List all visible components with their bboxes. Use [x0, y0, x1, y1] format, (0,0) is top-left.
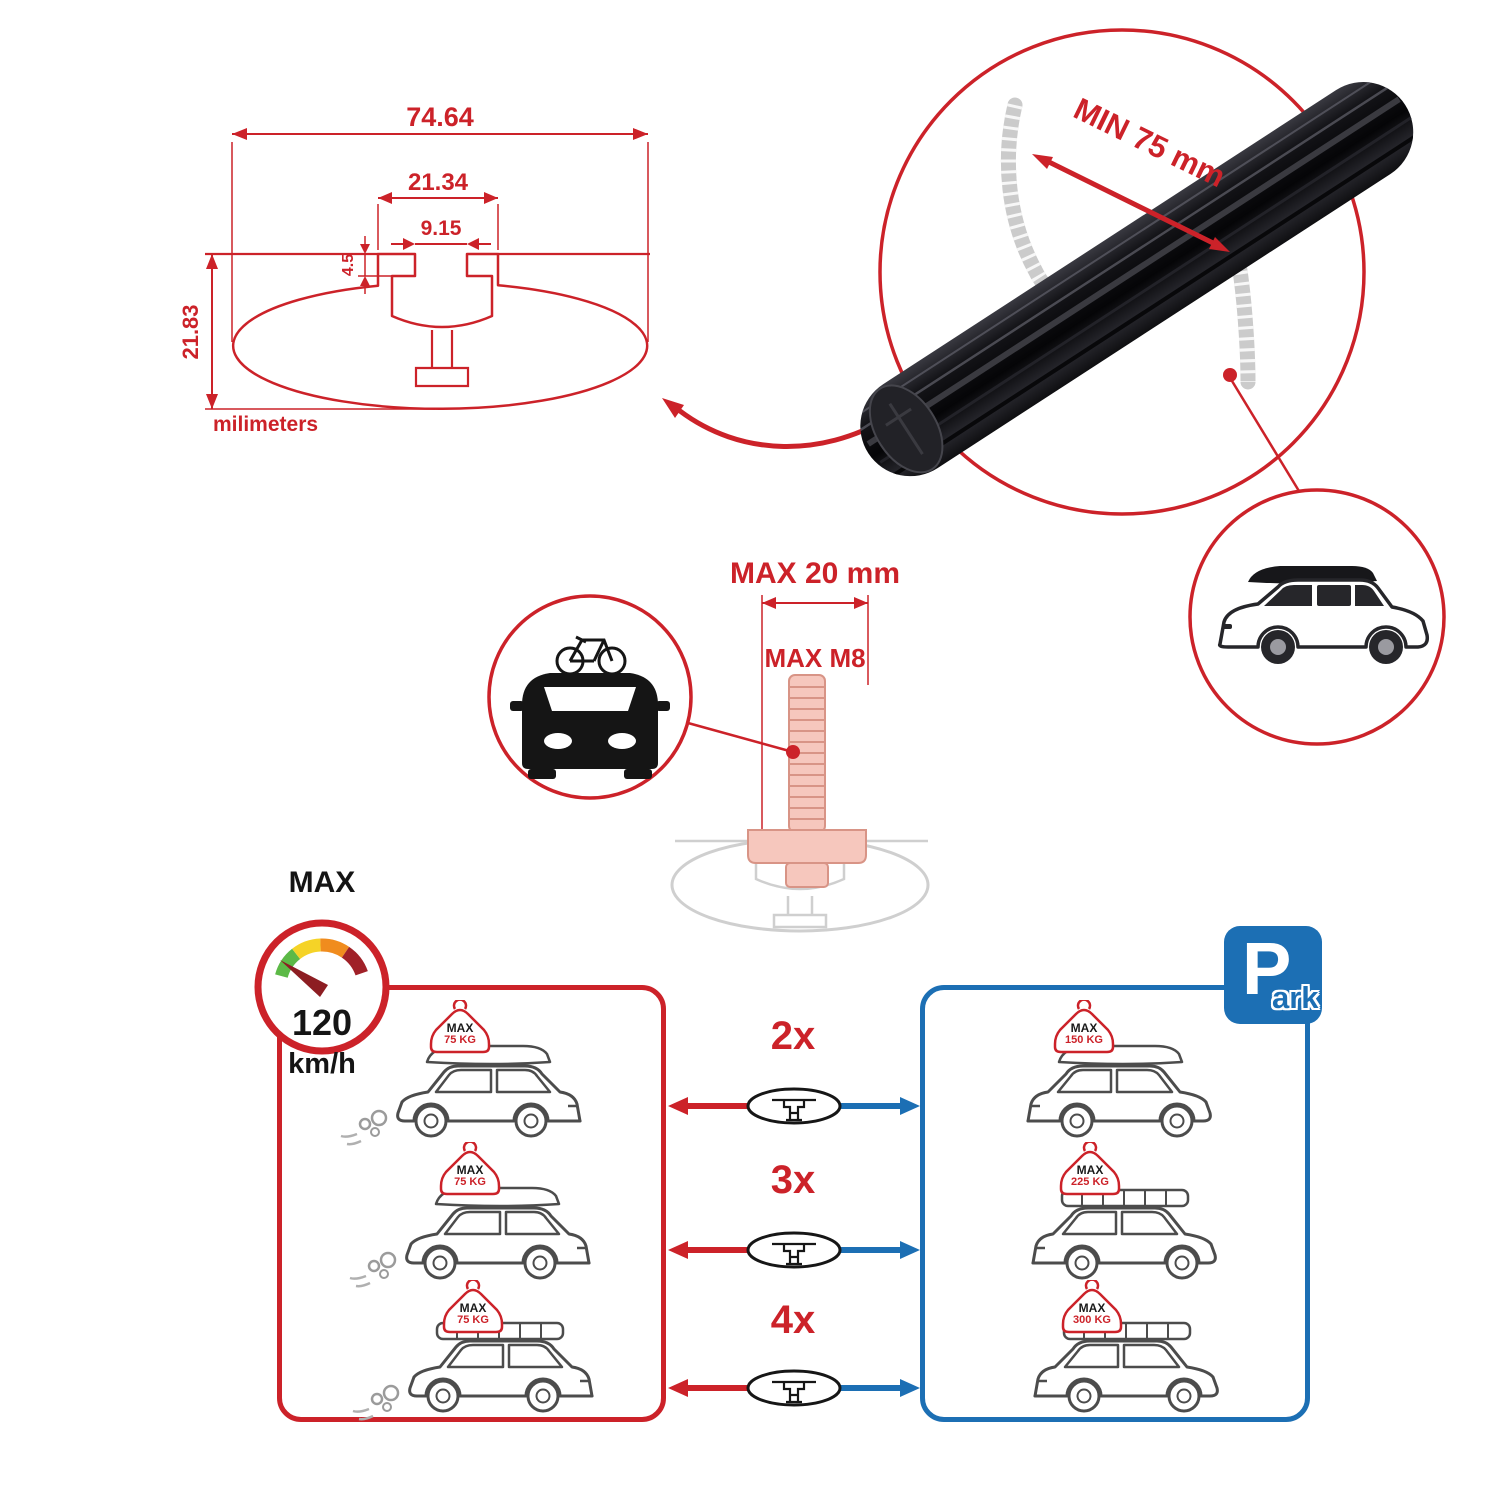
- dim-total-width-label: 74.64: [406, 102, 474, 132]
- badge-max-label: MAX: [1076, 1163, 1104, 1177]
- driving-car-2: [348, 1186, 591, 1288]
- load-badge-parked-2: MAX 225 KG: [1058, 1142, 1122, 1198]
- parking-sign: P ark: [1224, 926, 1322, 1024]
- load-badge-parked-1: MAX 150 KG: [1052, 1000, 1116, 1056]
- t-bolt: [747, 674, 867, 888]
- dim-total-height: 21.83: [178, 254, 435, 410]
- dim-channel-width: 21.34: [377, 169, 499, 250]
- driving-car-3: [351, 1321, 594, 1421]
- crossbar-detail-scene: MIN 75 mm: [851, 28, 1446, 746]
- suv-with-roofbox: [1217, 566, 1430, 664]
- profile-stem: [414, 330, 470, 388]
- parked-car-1: [1026, 1044, 1212, 1138]
- parked-car-2: [1031, 1188, 1217, 1280]
- max-length-label: MAX 20 mm: [730, 557, 900, 590]
- crossbar-3d: [851, 73, 1422, 480]
- callout-dot: [1223, 368, 1237, 382]
- min-span-label: MIN 75 mm: [1068, 91, 1230, 194]
- badge-weight-value: 75 KG: [444, 1034, 476, 1046]
- max-thread-label: MAX M8: [764, 643, 865, 673]
- badge-max-label: MAX: [1078, 1301, 1106, 1315]
- crossbar-count-row-4x: [666, 1369, 922, 1407]
- driving-panel: [277, 985, 666, 1422]
- unit-label: milimeters: [213, 413, 318, 436]
- speed-unit-label: km/h: [288, 1048, 356, 1080]
- callout-dot: [786, 745, 800, 759]
- load-badge-driving-3: MAX 75 KG: [441, 1280, 505, 1336]
- badge-max-label: MAX: [456, 1163, 484, 1177]
- speed-value: 120: [292, 1002, 352, 1043]
- load-badge-driving-2: MAX 75 KG: [438, 1142, 502, 1198]
- badge-weight-value: 75 KG: [457, 1314, 489, 1326]
- badge-weight-value: 300 KG: [1073, 1314, 1111, 1326]
- multiplier-3x: 3x: [770, 1158, 816, 1202]
- dim-lip-depth-label: 4.5: [340, 254, 357, 276]
- profile-dimension-drawing: 74.64 21.34 9.15 4.5: [178, 102, 650, 436]
- badge-weight-value: 150 KG: [1065, 1034, 1103, 1046]
- crossbar-profile-outline: [231, 252, 649, 411]
- car-front-icon: [510, 673, 670, 779]
- parking-sign-suffix: ark: [1272, 980, 1319, 1015]
- multiplier-4x: 4x: [770, 1298, 816, 1342]
- gauge-needle: [280, 960, 328, 997]
- parked-panel: [920, 985, 1310, 1422]
- badge-weight-value: 225 KG: [1071, 1176, 1109, 1188]
- parking-sign-letter: P: [1242, 927, 1292, 1010]
- min-span-arrow: [1032, 154, 1230, 252]
- badge-max-label: MAX: [1070, 1021, 1098, 1035]
- badge-max-label: MAX: [459, 1301, 487, 1315]
- parked-car-3: [1033, 1321, 1219, 1413]
- dim-total-width: 74.64: [231, 102, 649, 342]
- dim-lip-depth: 4.5: [340, 236, 392, 294]
- speedometer-icon: 120: [254, 919, 390, 1055]
- dim-bolt-length: [761, 595, 869, 845]
- badge-max-label: MAX: [446, 1021, 474, 1035]
- load-badge-driving-1: MAX 75 KG: [428, 1000, 492, 1056]
- badge-weight-value: 75 KG: [454, 1176, 486, 1188]
- speed-max-label: MAX: [288, 866, 356, 899]
- dim-slot-width-label: 9.15: [421, 217, 462, 240]
- dim-channel-width-label: 21.34: [408, 169, 469, 196]
- load-badge-parked-3: MAX 300 KG: [1060, 1280, 1124, 1336]
- bolt-detail-scene: MAX 20 mm MAX M8: [487, 557, 930, 933]
- detail-circle: [878, 28, 1366, 516]
- dim-total-height-label: 21.83: [178, 304, 203, 359]
- crossbar-count-row-2x: [666, 1087, 922, 1125]
- multiplier-2x: 2x: [770, 1014, 816, 1058]
- dim-slot-width: 9.15: [391, 217, 491, 250]
- crossbar-count-row-3x: [666, 1231, 922, 1269]
